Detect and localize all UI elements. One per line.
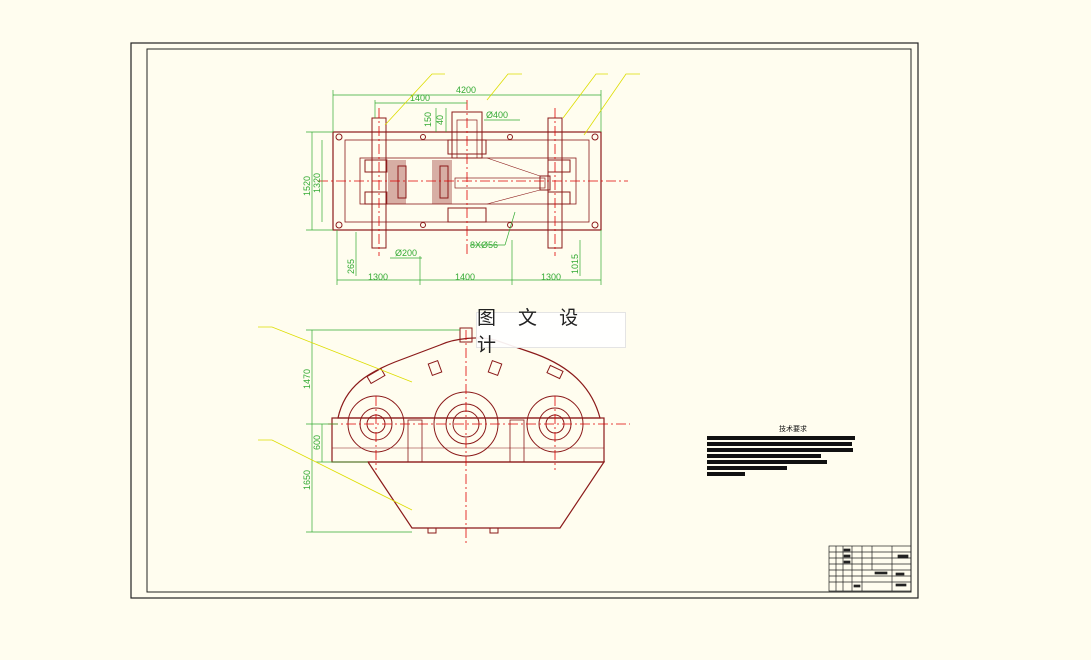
dim-height-1650: 1650: [302, 470, 312, 490]
dim-shaft-200: Ø200: [395, 248, 417, 258]
requirement-line: [707, 442, 852, 446]
top-view: 4200 1400 150 40 Ø400 1520 1320 8XØ56 Ø2…: [302, 73, 640, 285]
dim-height-1520: 1520: [302, 176, 312, 196]
outer-border: [130, 42, 919, 599]
dim-offset-1015: 1015: [570, 254, 580, 274]
front-view: 1470 600 1650: [258, 326, 630, 545]
dim-bore-diameter: Ø400: [486, 110, 508, 120]
dim-bolt-holes: 8XØ56: [470, 240, 498, 250]
technical-requirements-title: 技术要求: [779, 425, 807, 433]
requirement-line: [707, 466, 787, 470]
dim-height-1470: 1470: [302, 369, 312, 389]
dim-shaft-150: 150: [423, 112, 433, 127]
requirement-line: [707, 454, 821, 458]
dim-height-1320: 1320: [312, 173, 322, 193]
dim-span-right: 1300: [541, 272, 561, 282]
dim-span-left: 1300: [368, 272, 388, 282]
dim-overall-length: 4200: [456, 85, 476, 95]
title-block: [828, 545, 912, 592]
dim-shaft-40: 40: [435, 115, 445, 125]
requirement-line: [707, 448, 853, 452]
technical-requirements: 技术要求: [707, 424, 859, 476]
dim-offset-265: 265: [346, 259, 356, 274]
dim-input-offset: 1400: [410, 93, 430, 103]
watermark: 图 文 设 计: [476, 307, 626, 356]
watermark-text: 图 文 设 计: [477, 307, 587, 356]
dim-height-600: 600: [312, 435, 322, 450]
dim-span-mid: 1400: [455, 272, 475, 282]
inner-border: [146, 48, 912, 593]
requirement-line: [707, 436, 855, 440]
requirement-line: [707, 472, 745, 476]
requirement-line: [707, 460, 827, 464]
